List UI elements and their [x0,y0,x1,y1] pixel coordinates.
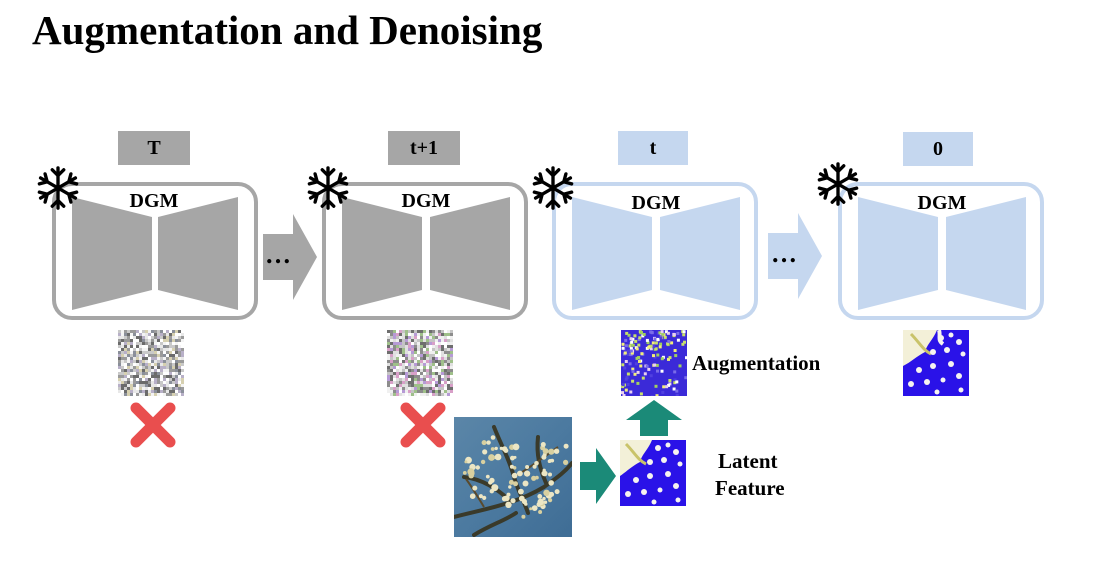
decoder-shape [430,197,510,310]
decoder-shape [158,197,238,310]
snowflake-icon [37,166,79,210]
up-arrow-icon [626,400,682,436]
dgm-label: DGM [917,192,967,214]
dgm-label: DGM [401,190,451,212]
snowflake-icon [817,162,859,206]
dgm-label: DGM [129,190,179,212]
painting-input-image [454,417,572,537]
dgm-block-t-plus-1 [322,182,528,320]
augmented-image [621,330,687,396]
noise-image-T [118,330,184,396]
step-label-0: 0 [903,132,973,166]
denoised-output-image [903,330,969,396]
ellipsis: … [771,239,797,268]
latent-feature-image [620,440,686,506]
right-arrow-icon [768,213,822,299]
augmentation-label: Augmentation [692,351,821,375]
snowflake-icon [532,166,574,210]
cross-icon [400,402,446,448]
page-title: Augmentation and Denoising [32,7,543,53]
step-label-t-plus-1: t+1 [388,131,460,165]
encoder-shape [572,197,652,310]
ellipsis: … [265,240,291,269]
cross-icon [130,402,176,448]
step-label-T: T [118,131,190,165]
step-label-t: t [618,131,688,165]
right-arrow-icon [263,214,317,300]
dgm-block-t [552,182,758,320]
decoder-shape [660,197,740,310]
encoder-shape [858,197,938,310]
right-arrow-icon [580,448,616,504]
decoder-shape [946,197,1026,310]
snowflake-icon [307,166,349,210]
dgm-block-T [52,182,258,320]
encoder-shape [72,197,152,310]
noise-image-t-plus-1 [387,330,453,396]
dgm-block-0 [838,182,1044,320]
dgm-label: DGM [631,192,681,214]
latent-feature-label-line2: Feature [715,476,785,500]
encoder-shape [342,197,422,310]
latent-feature-label-line1: Latent [718,449,778,473]
